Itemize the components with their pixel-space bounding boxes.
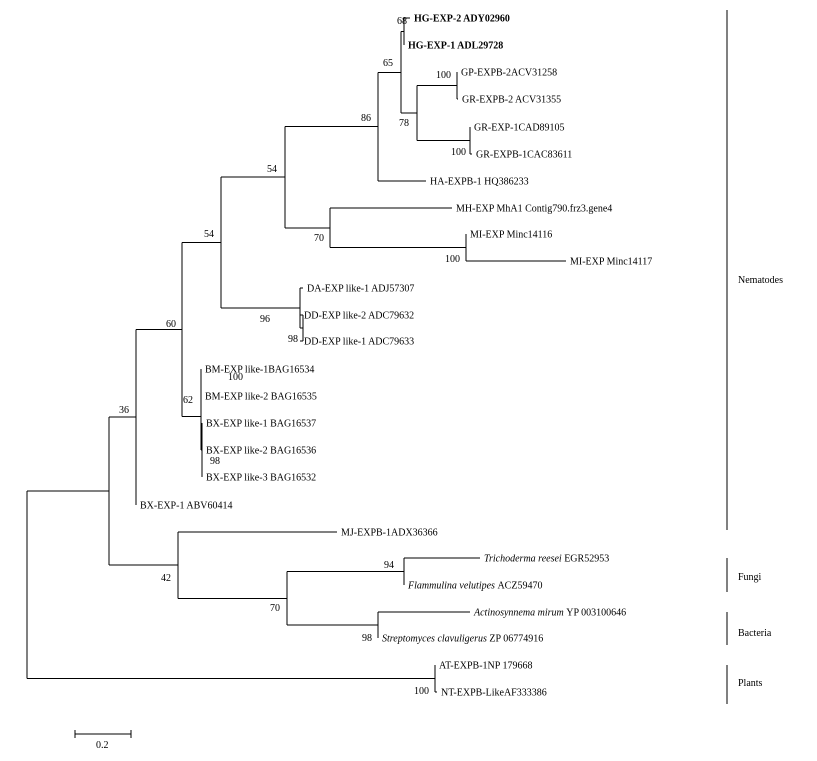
scale-bar: 0.2	[74, 730, 132, 751]
leaf-label: BX-EXP like-2 BAG16536	[206, 446, 316, 457]
leaf-label: DA-EXP like-1 ADJ57307	[307, 284, 414, 295]
species-name: Trichoderma reesei	[484, 554, 564, 565]
bootstrap-value: 54	[267, 164, 277, 175]
bootstrap-value: 100	[228, 372, 243, 383]
group-label: Fungi	[738, 572, 762, 583]
species-name: Streptomyces clavuligerus	[382, 634, 489, 645]
accession: ZP 06774916	[489, 634, 543, 645]
bootstrap-value: 100	[445, 254, 460, 265]
bootstrap-value: 94	[384, 560, 394, 571]
leaf-label: HG-EXP-2 ADY02960	[414, 14, 510, 25]
scale-bar-label: 0.2	[96, 740, 109, 751]
group-label: Plants	[738, 678, 763, 689]
leaf-label: GR-EXP-1CAD89105	[474, 123, 565, 134]
leaf-label: GR-EXPB-2 ACV31355	[462, 95, 561, 106]
bootstrap-value: 98	[288, 334, 298, 345]
leaf-label: Actinosynnema mirum YP 003100646	[473, 608, 626, 619]
bootstrap-value: 100	[436, 70, 451, 81]
bootstrap-value: 100	[414, 686, 429, 697]
bootstrap-value: 70	[314, 233, 324, 244]
tree-branches	[26, 17, 566, 693]
bootstrap-value: 36	[119, 405, 129, 416]
leaf-label: HA-EXPB-1 HQ386233	[430, 177, 529, 188]
leaf-label: GP-EXPB-2ACV31258	[461, 68, 557, 79]
leaf-label: Trichoderma reesei EGR52953	[484, 554, 609, 565]
leaf-label: BM-EXP like-2 BAG16535	[205, 392, 317, 403]
bootstrap-value: 60	[166, 319, 176, 330]
leaf-label: MJ-EXPB-1ADX36366	[341, 528, 438, 539]
leaf-label: BX-EXP like-3 BAG16532	[206, 473, 316, 484]
accession: EGR52953	[564, 554, 609, 565]
accession: YP 003100646	[566, 608, 626, 619]
leaf-label: GR-EXPB-1CAC83611	[476, 150, 572, 161]
leaf-label: BX-EXP-1 ABV60414	[140, 501, 233, 512]
leaf-label: Flammulina velutipes ACZ59470	[407, 581, 542, 592]
bootstrap-value: 54	[204, 229, 214, 240]
bootstrap-value: 42	[161, 573, 171, 584]
leaf-label: DD-EXP like-2 ADC79632	[304, 311, 414, 322]
bootstrap-value: 98	[362, 633, 372, 644]
bootstrap-value: 98	[210, 456, 220, 467]
leaf-label: MH-EXP MhA1 Contig790.frz3.gene4	[456, 204, 612, 215]
accession: ACZ59470	[497, 581, 542, 592]
leaf-label: MI-EXP Minc14116	[470, 230, 552, 241]
leaf-label: Streptomyces clavuligerus ZP 06774916	[382, 634, 543, 645]
bootstrap-value: 68	[397, 16, 407, 27]
bootstrap-value: 78	[399, 118, 409, 129]
bootstrap-value: 100	[451, 147, 466, 158]
leaf-label: HG-EXP-1 ADL29728	[408, 41, 503, 52]
bootstrap-value: 70	[270, 603, 280, 614]
leaf-label: AT-EXPB-1NP 179668	[439, 661, 532, 672]
bootstrap-value: 65	[383, 58, 393, 69]
leaf-label: BX-EXP like-1 BAG16537	[206, 419, 316, 430]
bootstrap-value: 96	[260, 314, 270, 325]
species-name: Flammulina velutipes	[407, 581, 497, 592]
leaf-label: BM-EXP like-1BAG16534	[205, 365, 314, 376]
group-label: Nematodes	[738, 275, 783, 286]
leaf-label: DD-EXP like-1 ADC79633	[304, 337, 414, 348]
bootstrap-value: 62	[183, 395, 193, 406]
group-label: Bacteria	[738, 628, 772, 639]
species-name: Actinosynnema mirum	[473, 608, 566, 619]
leaf-label: NT-EXPB-LikeAF333386	[441, 688, 547, 699]
leaf-label: MI-EXP Minc14117	[570, 257, 652, 268]
bootstrap-value: 86	[361, 113, 371, 124]
bootstrap-values: 68 65 100 78 100 86 54 70 100 54 96 98 60 100 62 98 36 42…	[119, 16, 466, 697]
